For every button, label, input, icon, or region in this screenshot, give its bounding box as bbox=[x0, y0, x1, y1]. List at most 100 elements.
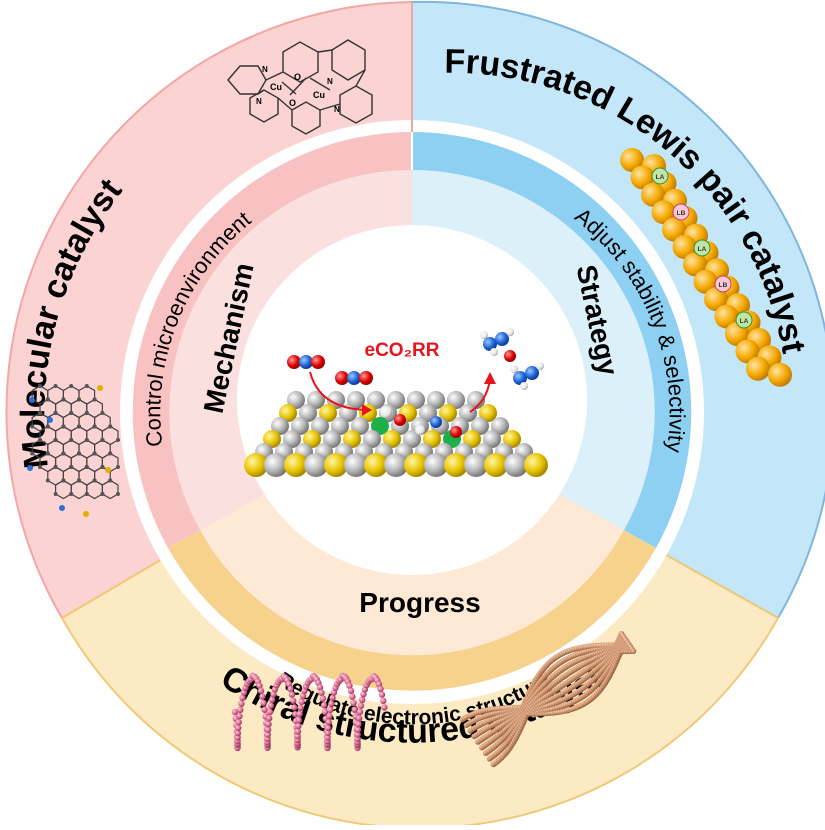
helix-bead bbox=[265, 715, 273, 722]
helix-bead bbox=[320, 702, 328, 709]
surface-atom bbox=[347, 391, 365, 409]
hydrogen-atom bbox=[380, 406, 392, 418]
carbon-atom bbox=[299, 355, 313, 369]
helix-bead bbox=[325, 719, 332, 726]
surface-atom bbox=[304, 453, 328, 477]
hydrogen-atom bbox=[536, 362, 544, 370]
surface-atom bbox=[404, 453, 428, 477]
dopant-atom bbox=[83, 511, 89, 517]
helix-bead bbox=[290, 697, 297, 705]
graphene-atom bbox=[69, 492, 74, 496]
helix-bead bbox=[260, 699, 267, 707]
surface-atom bbox=[291, 417, 309, 435]
helix-bead bbox=[351, 706, 358, 713]
graphene-atom bbox=[77, 424, 81, 429]
surface-atom bbox=[463, 430, 481, 448]
helix-bead bbox=[236, 712, 243, 720]
graphene-atom bbox=[69, 411, 74, 415]
graphene-ring bbox=[101, 479, 119, 500]
graphene-atom bbox=[38, 384, 42, 388]
dopant-atom bbox=[29, 397, 35, 403]
hydrogen-atom bbox=[490, 348, 498, 356]
svg-text:Cu: Cu bbox=[313, 90, 325, 100]
surface-atom bbox=[307, 391, 325, 409]
graphene-atom bbox=[53, 411, 58, 415]
helix-bead bbox=[356, 708, 364, 716]
hydrogen-atom bbox=[506, 328, 514, 336]
cu-complex-atoms: Cu Cu O O N N N N bbox=[256, 65, 340, 114]
helix-bead bbox=[377, 685, 384, 693]
flp-site-la bbox=[693, 239, 711, 257]
helix-bead bbox=[316, 684, 324, 691]
oxygen-atom bbox=[287, 355, 301, 369]
flp-atom bbox=[683, 252, 707, 277]
helix-bead bbox=[264, 731, 271, 738]
surface-atom bbox=[283, 430, 301, 448]
graphene-atom bbox=[84, 384, 89, 388]
graphene-atom bbox=[84, 465, 89, 469]
surface-atom bbox=[484, 453, 508, 477]
helix-bead bbox=[287, 685, 294, 693]
graphene-atom bbox=[92, 397, 97, 402]
surface-atom bbox=[371, 417, 389, 435]
flp-site-label: LA bbox=[698, 246, 707, 253]
svg-text:O: O bbox=[289, 98, 296, 108]
helix-bead bbox=[378, 691, 386, 698]
oxygen-atom bbox=[504, 350, 516, 362]
graphene-atom bbox=[108, 451, 113, 456]
surface-atom bbox=[483, 430, 501, 448]
surface-atom bbox=[271, 417, 289, 435]
helix-bead bbox=[231, 708, 239, 716]
helix-bead bbox=[325, 724, 332, 732]
hydrogen-atom bbox=[415, 425, 425, 435]
helix-bead bbox=[267, 702, 275, 709]
carbon-atom bbox=[513, 371, 527, 385]
graphene-atom bbox=[53, 492, 58, 496]
helix-bead bbox=[321, 708, 329, 716]
helix-bead bbox=[235, 724, 242, 732]
helix-bead bbox=[327, 706, 334, 714]
chiral-twisted-ribbon bbox=[459, 630, 637, 768]
co2-molecules bbox=[287, 328, 544, 438]
helix-bead bbox=[235, 719, 242, 726]
helix-bead bbox=[288, 691, 296, 698]
surface-atom bbox=[407, 391, 425, 409]
helix-bead bbox=[346, 682, 353, 689]
surface-atom bbox=[471, 417, 489, 435]
dopant-atom bbox=[27, 465, 33, 471]
surface-atom bbox=[363, 430, 381, 448]
dopant-atom bbox=[59, 505, 65, 511]
dopant-atom bbox=[47, 417, 53, 423]
helix-bead bbox=[295, 722, 302, 730]
helix-bead bbox=[328, 700, 335, 707]
helix-bead bbox=[294, 732, 301, 740]
flp-atom bbox=[672, 235, 697, 259]
svg-text:N: N bbox=[327, 77, 333, 86]
graphene-atom bbox=[38, 465, 43, 469]
graphene-atom bbox=[92, 451, 97, 456]
graphene-atom bbox=[53, 465, 58, 469]
helix-bead bbox=[350, 699, 357, 707]
oxygen-atom bbox=[311, 355, 325, 369]
surface-atom bbox=[447, 391, 465, 409]
surface-atom bbox=[367, 391, 385, 409]
graphene-atom bbox=[53, 438, 58, 442]
n-doped-graphene-fragment bbox=[27, 384, 120, 517]
helix-bead bbox=[354, 731, 361, 738]
flp-atom bbox=[651, 200, 676, 225]
graphene-atom bbox=[115, 492, 120, 496]
flp-site-label: LA bbox=[656, 174, 665, 181]
ribbon-bead bbox=[630, 648, 637, 654]
chiral-helix-spring bbox=[231, 672, 388, 752]
surface-atom bbox=[467, 391, 485, 409]
flp-atom bbox=[704, 287, 728, 312]
surface-atom bbox=[331, 417, 349, 435]
helix-bead bbox=[319, 695, 327, 702]
graphene-atom bbox=[77, 478, 81, 483]
surface-atom bbox=[279, 404, 297, 422]
helix-bead bbox=[256, 682, 263, 689]
flp-site-label: LA bbox=[740, 318, 749, 325]
dopant-atom bbox=[97, 385, 103, 391]
